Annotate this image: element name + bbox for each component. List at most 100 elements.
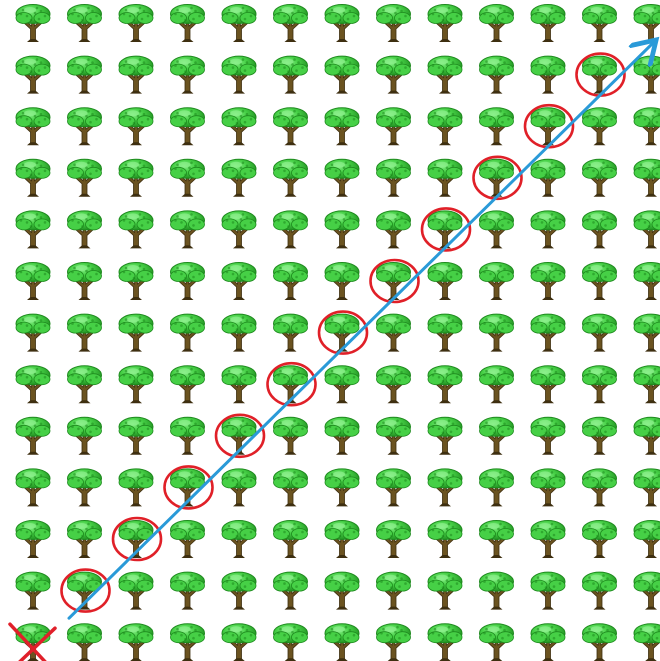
tree-icon [377,624,411,661]
tree-icon [119,5,153,43]
tree-icon [119,417,153,455]
tree-icon [16,521,50,559]
tree-icon [274,56,308,94]
tree-icon [171,211,205,249]
tree-icon [274,211,308,249]
tree-icon [583,469,617,507]
tree-icon [480,572,514,610]
tree-icon [428,5,462,43]
tree-icon [325,56,359,94]
tree-icon [428,624,462,661]
tree-icon [583,366,617,404]
tree-icon [634,521,660,559]
tree-icon [531,108,565,146]
tree-icon [68,211,102,249]
tree-icon [274,469,308,507]
tree-icon [222,521,256,559]
tree-icon [480,366,514,404]
tree-icon [16,263,50,301]
tree-icon [325,314,359,352]
tree-icon [583,624,617,661]
tree-icon [171,56,205,94]
tree-icon [119,108,153,146]
tree-icon [531,624,565,661]
tree-icon [428,263,462,301]
tree-icon [119,624,153,661]
tree-icon [68,56,102,94]
tree-icon [68,108,102,146]
tree-icon [68,263,102,301]
tree-icon [171,108,205,146]
tree-icon [16,469,50,507]
tree-icon [428,56,462,94]
tree-icon [325,5,359,43]
tree-icon [377,211,411,249]
tree-icon [531,314,565,352]
tree-icon [583,314,617,352]
tree-icon [119,56,153,94]
tree-icon [634,572,660,610]
tree-icon [274,572,308,610]
tree-icon [377,159,411,197]
tree-icon [274,366,308,404]
tree-icon [274,108,308,146]
tree-icon [16,417,50,455]
tree-icon [222,108,256,146]
tree-icon [325,521,359,559]
tree-icon [325,159,359,197]
tree-icon [480,211,514,249]
tree-icon [480,108,514,146]
tree-icon [428,469,462,507]
tree-icon [377,469,411,507]
tree-icon [634,624,660,661]
tree-icon [16,314,50,352]
tree-icon [68,366,102,404]
tree-icon [119,211,153,249]
tree-icon [68,417,102,455]
tree-icon [480,5,514,43]
tree-icon [531,469,565,507]
tree-icon [377,572,411,610]
tree-icon [634,159,660,197]
tree-icon [119,366,153,404]
tree-icon [428,572,462,610]
tree-icon [222,572,256,610]
tree-icon [171,263,205,301]
tree-icon [583,521,617,559]
tree-icon [377,314,411,352]
tree-icon [531,366,565,404]
tree-icon [222,211,256,249]
tree-icon [480,469,514,507]
tree-icon [583,417,617,455]
tree-icon [583,211,617,249]
tree-icon [325,572,359,610]
tree-icon [274,417,308,455]
tree-icon [68,314,102,352]
tree-icon [377,417,411,455]
tree-icon [531,56,565,94]
tree-icon [428,521,462,559]
tree-icon [274,263,308,301]
tree-icon [377,521,411,559]
tree-icon [634,263,660,301]
tree-icon [634,417,660,455]
tree-icon [480,417,514,455]
tree-icon [171,366,205,404]
tree-icon [428,108,462,146]
tree-icon [583,108,617,146]
tree-icon [634,366,660,404]
tree-icon [16,366,50,404]
tree-icon [171,624,205,661]
tree-icon [325,469,359,507]
tree-icon [531,263,565,301]
arrow-up-right-icon [69,42,654,618]
tree-icon [531,572,565,610]
tree-icon [325,108,359,146]
tree-icon [583,572,617,610]
tree-icon [68,159,102,197]
tree-icon [171,417,205,455]
tree-icon [634,314,660,352]
tree-icon [16,56,50,94]
